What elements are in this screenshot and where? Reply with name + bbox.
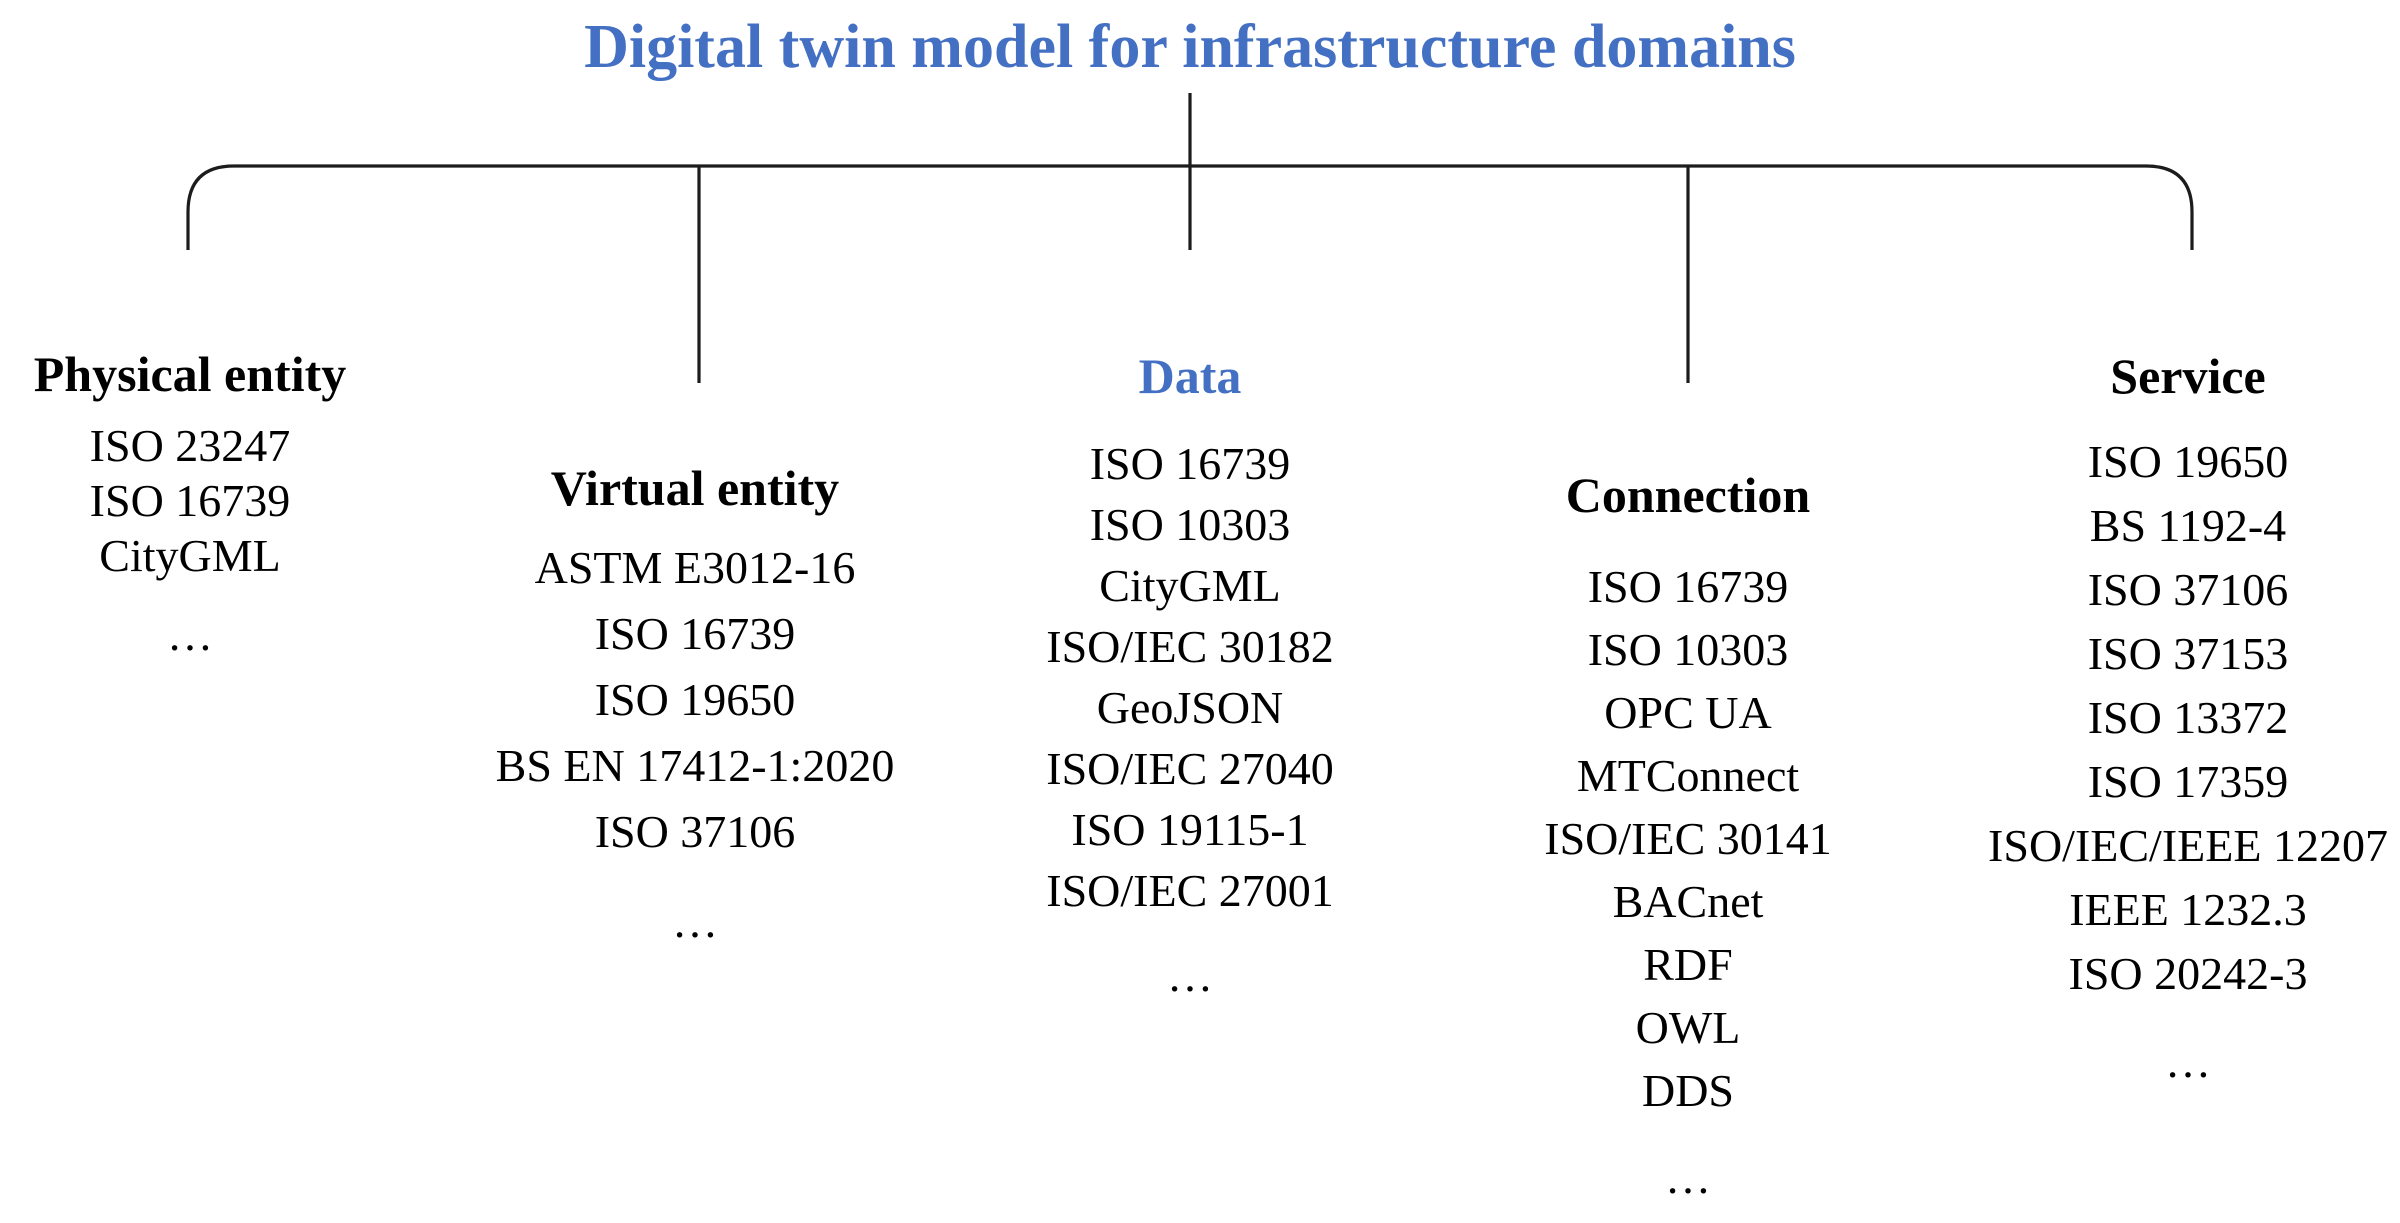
standard-item: ISO 13372 <box>2087 692 2289 743</box>
standard-item: BACnet <box>1612 876 1764 927</box>
standard-item: ISO/IEC/IEEE 12207 <box>1988 820 2388 871</box>
branch-heading-physical-entity: Physical entity <box>33 346 347 402</box>
standard-item: ISO 37106 <box>594 806 796 857</box>
standard-item: ISO 23247 <box>89 420 291 471</box>
branch-heading-virtual-entity: Virtual entity <box>550 460 840 516</box>
bracket-line <box>186 164 2194 250</box>
standard-item: ASTM E3012-16 <box>534 542 856 593</box>
standard-item: ISO 16739 <box>1089 438 1291 489</box>
standard-item: ISO/IEC 27040 <box>1046 743 1334 794</box>
standard-item: ISO 19115-1 <box>1071 804 1309 855</box>
standard-item: ISO 17359 <box>2087 756 2289 807</box>
standard-item: ISO 20242-3 <box>2068 948 2308 999</box>
branch-heading-connection: Connection <box>1565 467 1811 523</box>
standard-item: … <box>1665 1152 1711 1203</box>
branch-heading-service: Service <box>2110 348 2266 404</box>
standard-item: ISO/IEC 30182 <box>1046 621 1334 672</box>
standard-item: ISO 10303 <box>1587 624 1789 675</box>
standard-item: ISO 10303 <box>1089 499 1291 550</box>
standard-item: OPC UA <box>1604 687 1772 738</box>
standard-item: CityGML <box>99 530 281 581</box>
standard-item: ISO/IEC 27001 <box>1046 865 1334 916</box>
standard-item: ISO 16739 <box>594 608 796 659</box>
standard-item: BS EN 17412-1:2020 <box>495 740 895 791</box>
standard-item: OWL <box>1635 1002 1741 1053</box>
standard-item: IEEE 1232.3 <box>2069 884 2307 935</box>
standard-item: … <box>1167 950 1213 1001</box>
standard-item: ISO 37153 <box>2087 628 2289 679</box>
diagram-title: Digital twin model for infrastructure do… <box>584 13 1796 81</box>
standard-item: GeoJSON <box>1096 682 1284 733</box>
standard-item: DDS <box>1641 1065 1735 1116</box>
standard-item: RDF <box>1643 939 1733 990</box>
standard-item: ISO 19650 <box>2087 436 2289 487</box>
standard-item: ISO/IEC 30141 <box>1544 813 1832 864</box>
standard-item: MTConnect <box>1576 750 1800 801</box>
branch-heading-data: Data <box>1138 348 1242 404</box>
standard-item: … <box>166 609 213 660</box>
standard-item: ISO 16739 <box>89 475 291 526</box>
standard-item: BS 1192-4 <box>2089 500 2287 551</box>
standard-item: … <box>672 896 718 947</box>
standard-item: ISO 19650 <box>594 674 796 725</box>
standard-item: ISO 37106 <box>2087 564 2289 615</box>
standard-item: … <box>2165 1036 2211 1087</box>
standard-item: ISO 16739 <box>1587 561 1789 612</box>
standard-item: CityGML <box>1099 560 1281 611</box>
